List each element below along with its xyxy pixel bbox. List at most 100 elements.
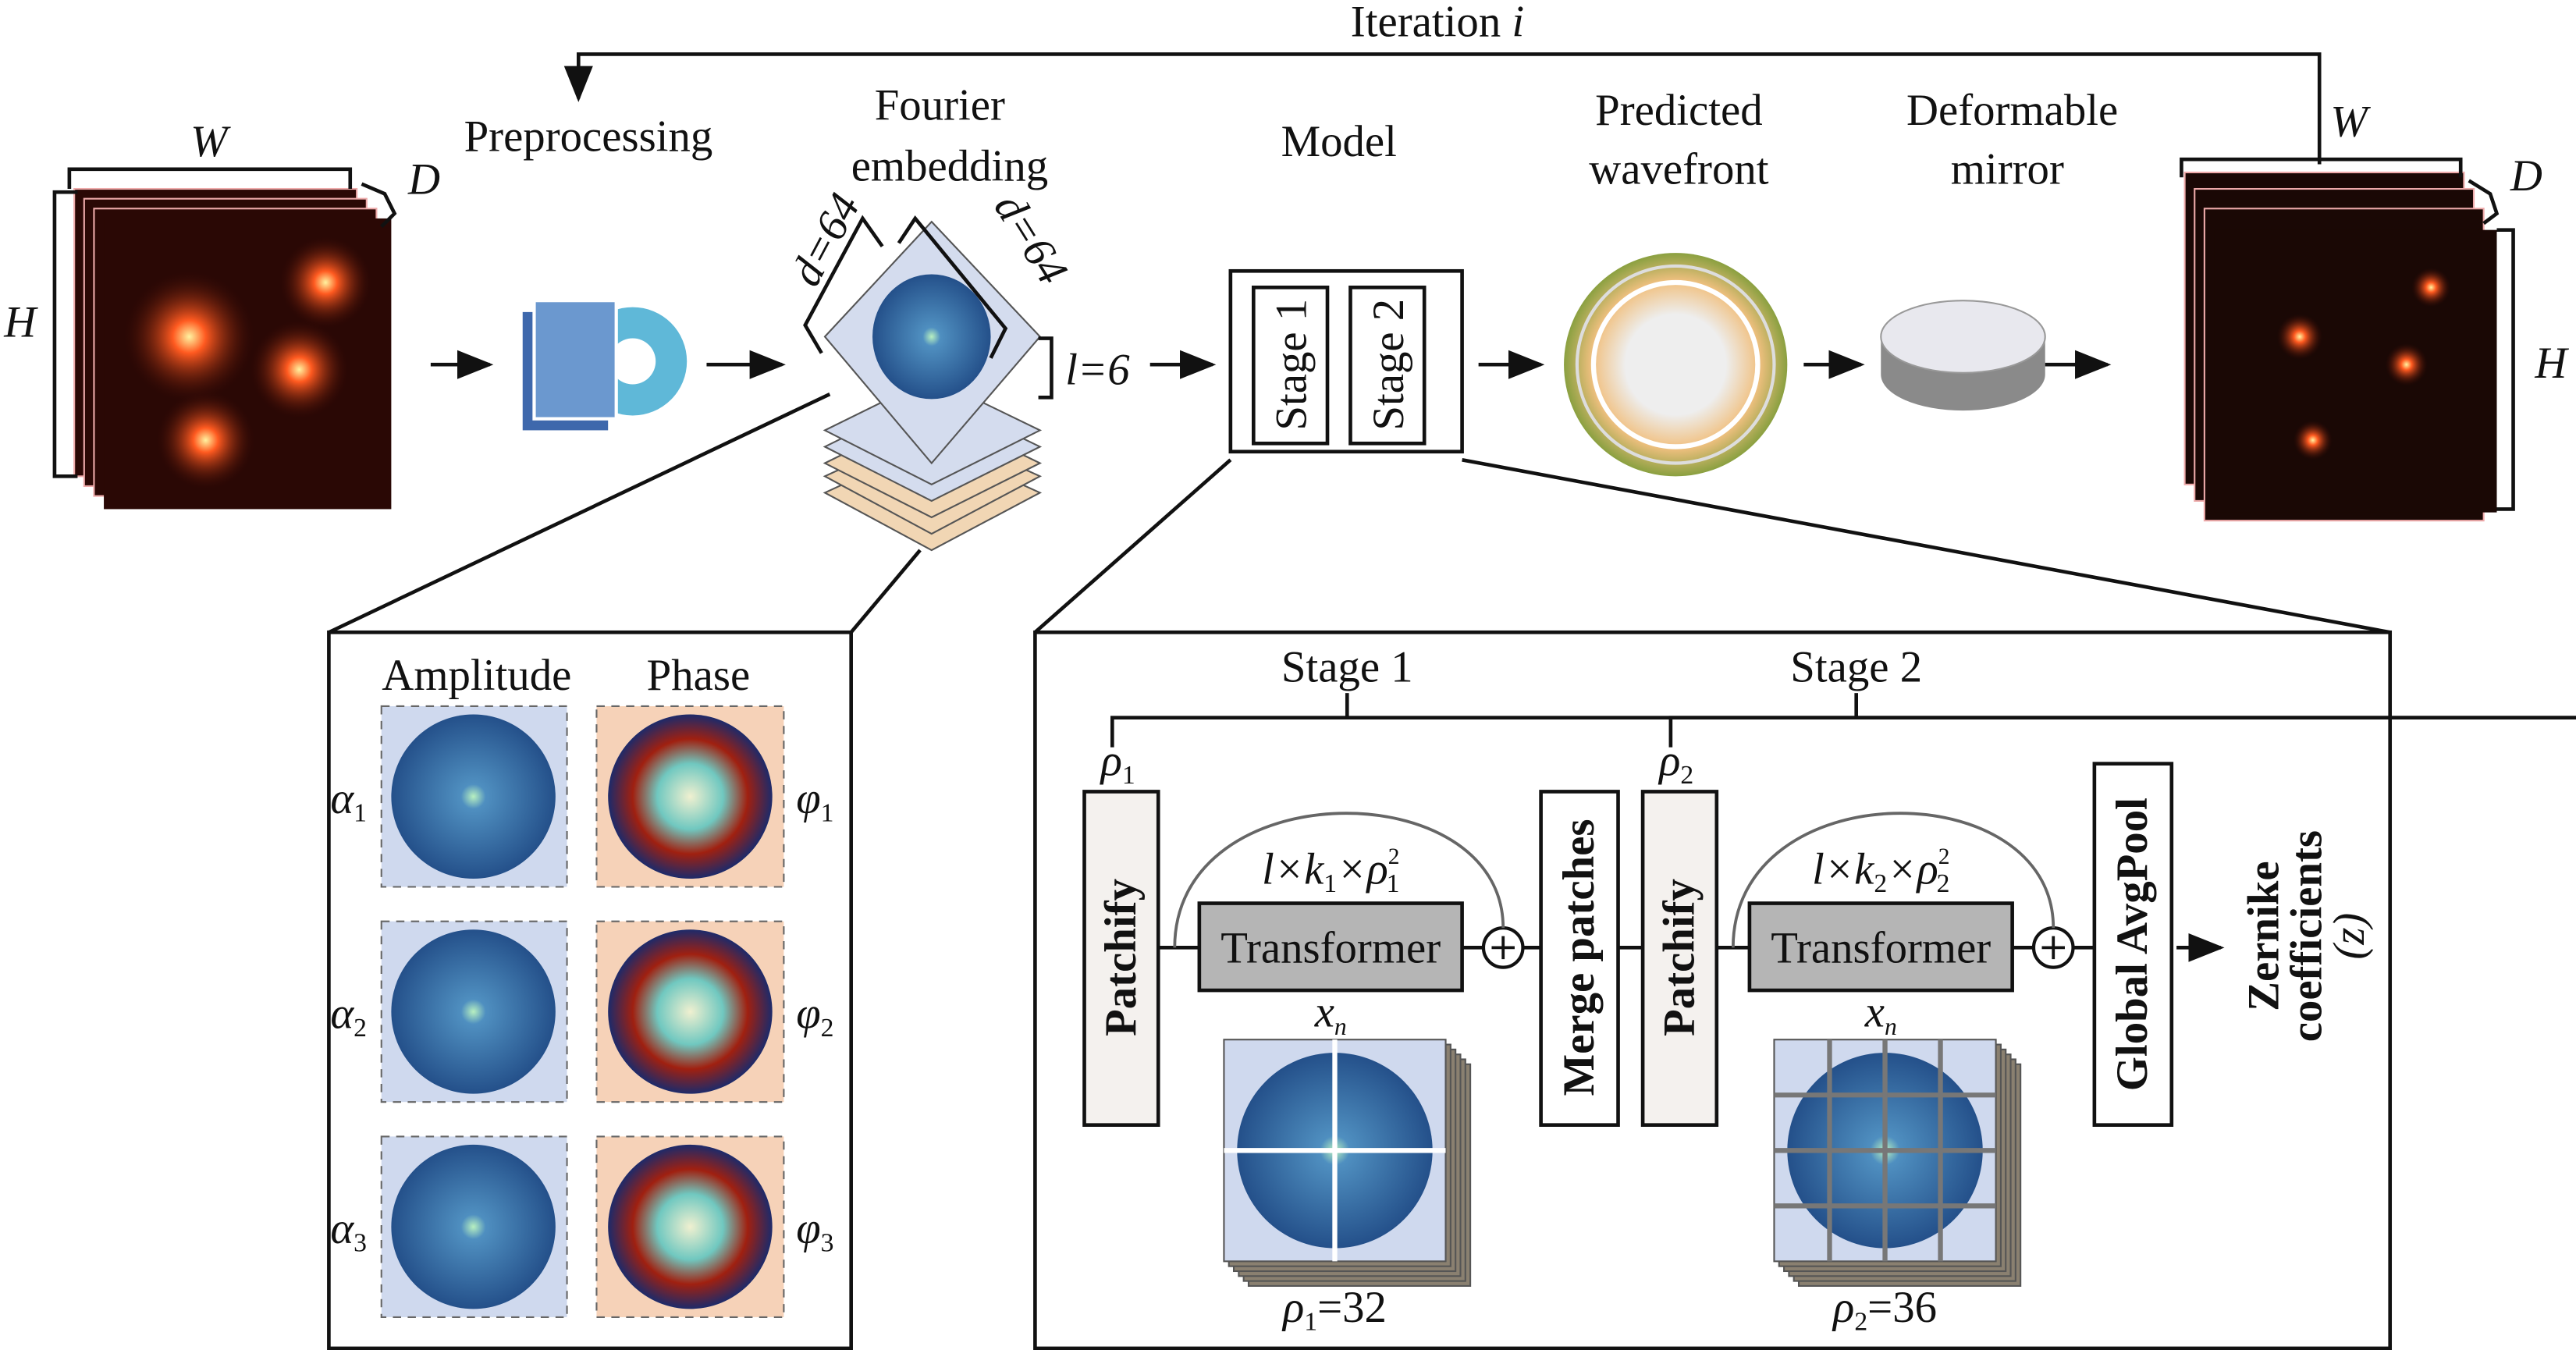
- alpha-label: α1: [330, 774, 367, 828]
- label: 2: [821, 1014, 834, 1043]
- label: φ: [796, 774, 820, 823]
- label: mirror: [1951, 145, 2064, 194]
- label: 1: [1387, 869, 1400, 898]
- predicted-wavefront: Predicted wavefront: [1564, 86, 1788, 477]
- transformer-label: Transformer: [1220, 923, 1441, 972]
- label: Zernike: [2240, 861, 2289, 1011]
- patchify-box: [1082, 790, 1160, 1127]
- merge-patches-box: [1539, 790, 1620, 1127]
- label: D: [2510, 151, 2542, 201]
- stage-title: Stage 2: [1790, 642, 1922, 691]
- label: α: [330, 1204, 354, 1253]
- label: =36: [1867, 1283, 1937, 1332]
- phi-label: φ3: [796, 1204, 833, 1258]
- label: 2: [1938, 844, 1950, 869]
- label: W: [2330, 98, 2371, 147]
- label: Stage 2: [1364, 299, 1413, 431]
- plus-glyph: [1491, 936, 1515, 960]
- patch-stack-image: [1223, 1039, 1472, 1287]
- zernike-output-label: Zernike coefficients (z): [2240, 830, 2374, 1042]
- amplitude-map: [391, 929, 556, 1094]
- label: ρ: [1100, 736, 1122, 785]
- label: α: [330, 774, 354, 823]
- label: embedding: [851, 142, 1048, 191]
- amplitude-map: [391, 1144, 556, 1309]
- merge-patches-label: Merge patches: [1554, 819, 1604, 1096]
- label: 2: [1937, 869, 1950, 898]
- patchify-label: Patchify: [1654, 879, 1704, 1036]
- deformable-mirror: Deformable mirror: [1880, 86, 2118, 411]
- label: l×k: [1262, 844, 1325, 893]
- phase-map: [608, 929, 773, 1094]
- label: coefficients: [2282, 830, 2331, 1042]
- alpha-label: α3: [330, 1204, 367, 1258]
- label: φ: [796, 1204, 820, 1253]
- patch-size-label: ρ2=36: [1832, 1283, 1937, 1337]
- preprocessing-icon: Preprocessing: [464, 112, 712, 431]
- residual-arc: [1173, 812, 1505, 948]
- xn-label: xn: [1864, 987, 1897, 1040]
- label: 1: [1304, 1308, 1317, 1337]
- label: 1: [354, 798, 367, 827]
- transformer-box: [1197, 901, 1464, 993]
- amplitude-map: [391, 714, 556, 879]
- label: ρ: [1658, 736, 1680, 785]
- layer-count-label: l=6: [1065, 345, 1130, 394]
- label: (z): [2325, 913, 2374, 960]
- label: =32: [1317, 1283, 1387, 1332]
- label: 3: [354, 1229, 367, 1258]
- label: H: [2534, 339, 2569, 388]
- label: l×k: [1812, 844, 1875, 893]
- label: α: [330, 989, 354, 1038]
- label: 2: [1854, 1308, 1867, 1337]
- label: Amplitude: [382, 651, 571, 700]
- label: 1: [1324, 869, 1337, 898]
- label: Phase: [647, 651, 751, 700]
- label: x: [1314, 987, 1334, 1036]
- transformer-label: Transformer: [1771, 923, 1991, 972]
- label: n: [1885, 1013, 1897, 1040]
- label: ×ρ: [1337, 844, 1388, 893]
- rho-label: ρ1: [1100, 736, 1135, 790]
- global-avgpool-label: Global AvgPool: [2108, 798, 2157, 1091]
- label: Iteration: [1351, 0, 1501, 46]
- label: Deformable: [1906, 86, 2118, 135]
- label: Fourier: [875, 81, 1005, 130]
- zoom-lines: [328, 393, 2391, 634]
- patch-size-label: ρ1=32: [1281, 1283, 1387, 1337]
- label: x: [1864, 987, 1885, 1036]
- label: i: [1512, 0, 1524, 46]
- rho-label: ρ2: [1658, 736, 1693, 790]
- label: d=64: [985, 185, 1078, 293]
- label: 2: [1874, 869, 1887, 898]
- label: Model: [1281, 117, 1397, 166]
- patchify-label: Patchify: [1096, 879, 1146, 1036]
- stage-bracket: [1668, 716, 2576, 748]
- residual-arc: [1731, 812, 2055, 948]
- model-box: Model Stage 1 Stage 2: [1228, 117, 1464, 454]
- label: wavefront: [1589, 145, 1769, 194]
- label: Predicted: [1595, 86, 1763, 135]
- label: 3: [821, 1229, 834, 1258]
- patch-stack-image: [1773, 1039, 2022, 1287]
- label: 2: [354, 1014, 367, 1043]
- iteration-loop: Iteration i: [563, 0, 2322, 165]
- transformer-box: [1747, 901, 2014, 993]
- label: H: [3, 297, 38, 346]
- global-avgpool-box: [2092, 762, 2174, 1127]
- label: ρ: [1281, 1283, 1304, 1332]
- iteration-label: Iteration i: [1351, 0, 1524, 46]
- label: 1: [1122, 761, 1135, 790]
- label: 2: [1388, 844, 1400, 869]
- phi-label: φ1: [796, 774, 833, 828]
- label: Stage 1: [1267, 299, 1316, 431]
